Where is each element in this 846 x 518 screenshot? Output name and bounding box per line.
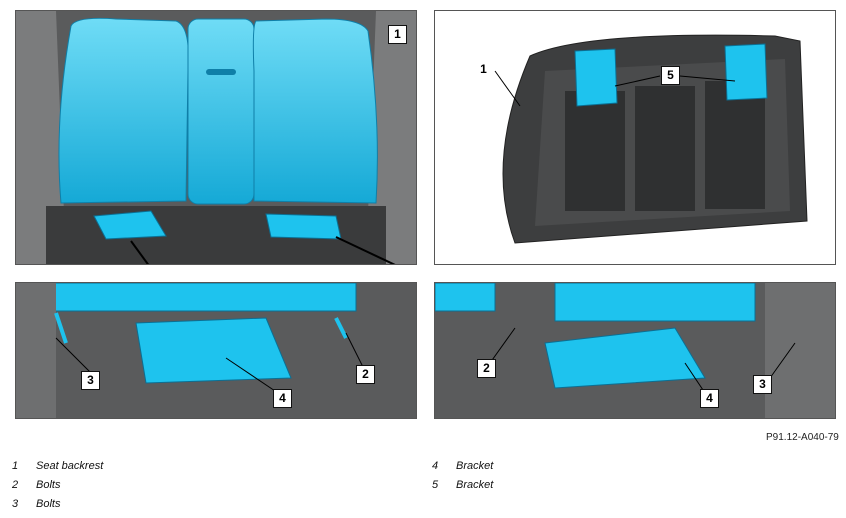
callout-1-rear: 1 xyxy=(480,62,487,76)
callout-3: 3 xyxy=(81,371,100,390)
callout-2-right: 2 xyxy=(477,359,496,378)
callout-1: 1 xyxy=(388,25,407,44)
callout-4-right: 4 xyxy=(700,389,719,408)
seat-backrest-illustration xyxy=(16,11,416,264)
left-bracket-illustration xyxy=(16,283,416,418)
figure-reference: P91.12-A040-79 xyxy=(766,432,839,443)
panel-seat-backrest-rear: 1 5 xyxy=(434,10,836,265)
panel-left-bracket-detail: 3 2 4 xyxy=(15,282,417,419)
callout-2: 2 xyxy=(356,365,375,384)
callout-5: 5 xyxy=(661,66,680,85)
panel-seat-backrest-overview: 1 xyxy=(15,10,417,265)
right-bracket-illustration xyxy=(435,283,835,418)
callout-3-right: 3 xyxy=(753,375,772,394)
seat-backrest-rear-illustration xyxy=(494,34,808,244)
panel-right-bracket-detail: 2 3 4 xyxy=(434,282,836,419)
callout-4: 4 xyxy=(273,389,292,408)
